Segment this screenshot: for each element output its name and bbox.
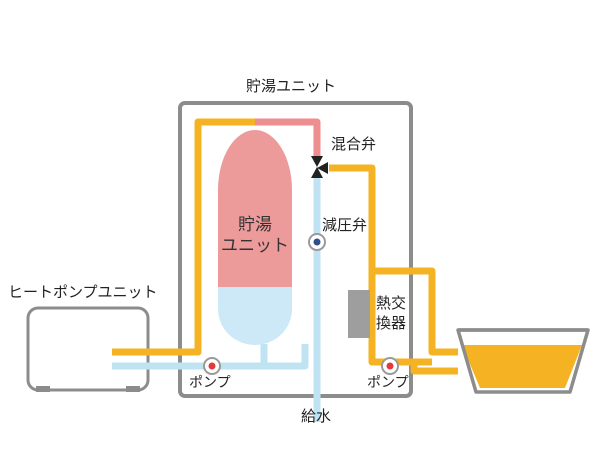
heat-exchanger-label: 熱交 換器 (376, 294, 410, 333)
heat-exchanger-label-line2: 換器 (376, 313, 407, 332)
storage-tank (218, 130, 292, 345)
water-supply-label: 給水 (301, 407, 332, 425)
pump-left-icon (203, 357, 221, 375)
tank-label-line2: ユニット (221, 236, 289, 257)
pressure-reducing-valve-label: 減圧弁 (322, 216, 368, 234)
storage-unit-title: 貯湯ユニット (246, 77, 337, 95)
storage-unit-frame (178, 101, 413, 398)
hot-water-pipes (112, 118, 458, 375)
tank-label-line1: 貯湯 (238, 215, 272, 235)
heat-exchanger (348, 290, 370, 338)
tank-label: 貯湯 ユニット (215, 215, 295, 258)
pressure-reducing-valve-icon (308, 233, 326, 251)
heat-pump-unit-label: ヒートポンプユニット (8, 283, 158, 301)
bathtub (456, 328, 590, 394)
pump-left-label: ポンプ (189, 375, 231, 391)
mixing-valve-label: 混合弁 (331, 135, 377, 153)
heat-exchanger-label-line1: 熱交 (376, 294, 407, 312)
mixing-valve-icon (311, 156, 328, 178)
cold-water-pipes (112, 178, 321, 422)
pump-right-label: ポンプ (367, 375, 409, 391)
warm-water-pipes (255, 118, 321, 158)
pump-right-icon (381, 357, 399, 375)
